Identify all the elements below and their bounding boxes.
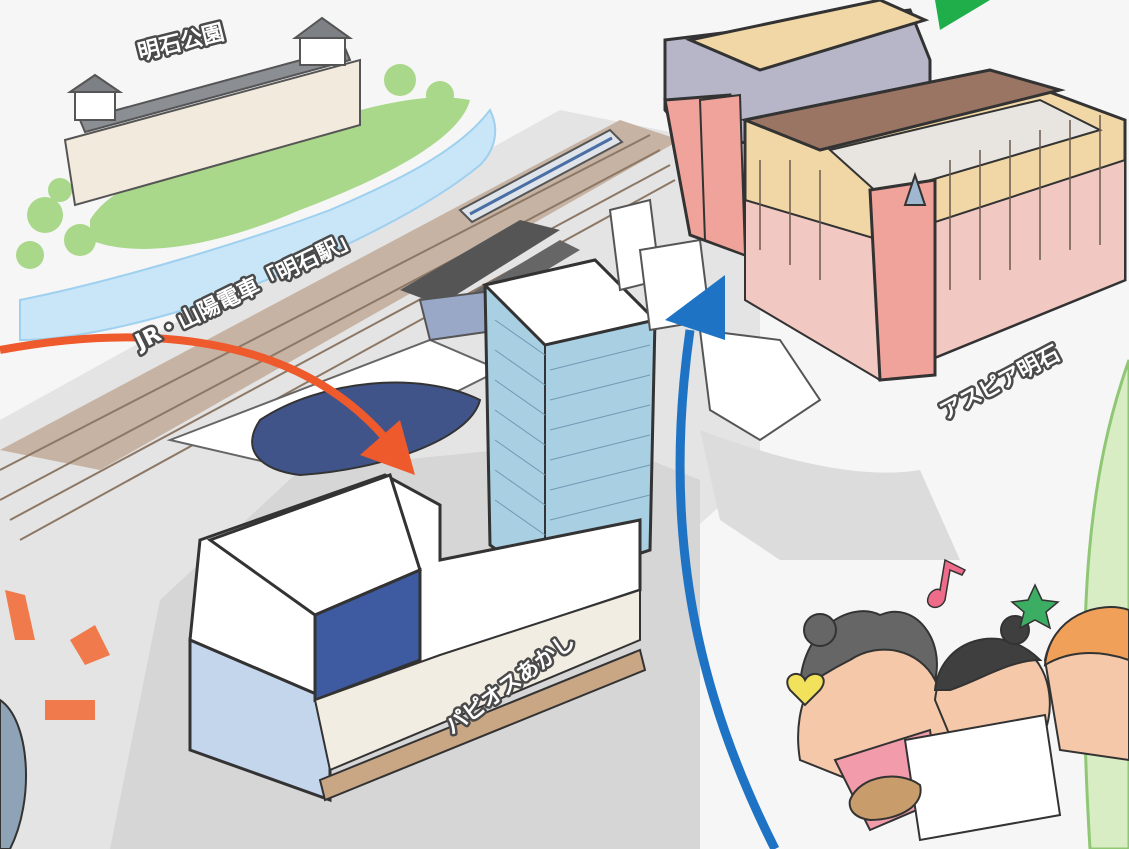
train-icon	[458, 128, 624, 224]
label-park: 明石公園	[135, 20, 226, 66]
blue-arrow	[675, 329, 780, 849]
orange-arrow-head	[360, 420, 415, 475]
pedestal-building	[188, 473, 647, 803]
orange-arrow	[0, 333, 399, 453]
heart-icon	[786, 672, 825, 707]
tower-building	[482, 258, 658, 587]
palette-icon	[848, 775, 922, 822]
decorative-rays	[5, 590, 110, 720]
blue-arrow-head	[665, 275, 725, 340]
park-moat	[19, 108, 497, 342]
label-aspia: アスピア明石	[936, 341, 1064, 425]
route-arrows	[0, 0, 990, 849]
green-arrow-head	[935, 0, 990, 30]
park-greenery	[16, 64, 470, 269]
people-illustration	[786, 558, 1129, 842]
star-icon	[1010, 583, 1060, 630]
aspia-building	[663, 0, 1127, 382]
side-panel	[1082, 359, 1129, 849]
music-note-icon	[926, 558, 967, 609]
castle-icon	[63, 16, 361, 207]
